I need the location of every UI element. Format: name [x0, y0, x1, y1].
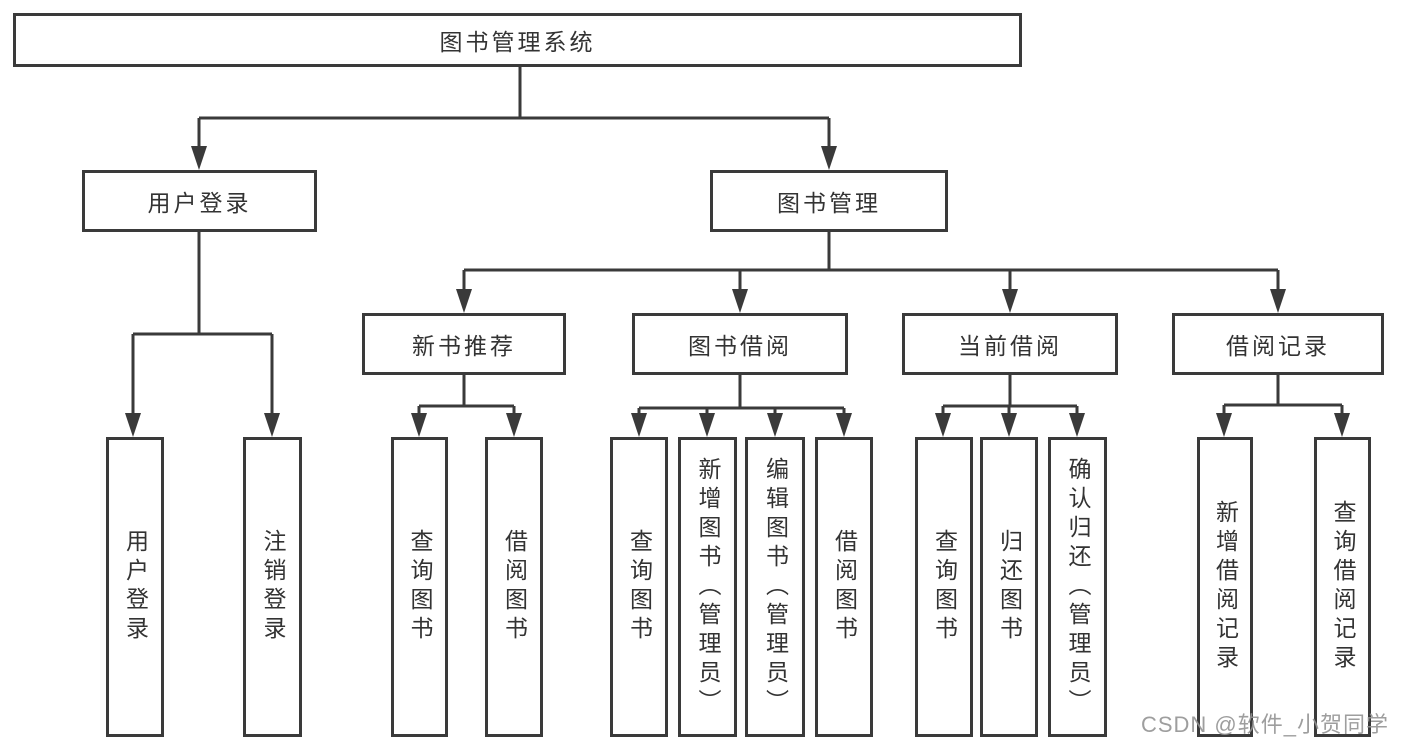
leaf-borrow-borrow-books: 借阅图书 [815, 437, 873, 737]
node-new-book-rec-label: 新书推荐 [412, 333, 516, 359]
node-borrow-record: 借阅记录 [1172, 313, 1384, 375]
node-borrow-record-label: 借阅记录 [1226, 333, 1330, 359]
node-book-borrow: 图书借阅 [632, 313, 848, 375]
leaf-current-confirm-return-admin-label: 确认归还（管理员） [1065, 456, 1091, 718]
leaf-borrow-add-books-admin-label: 新增图书（管理员） [695, 456, 721, 718]
connector-mgmt-branch [462, 232, 1280, 292]
connector-record [1222, 375, 1344, 416]
connector-borrow [637, 375, 846, 416]
leaf-rec-query-books: 查询图书 [391, 437, 448, 737]
leaf-rec-borrow-books-label: 借阅图书 [501, 529, 528, 645]
leaf-current-return-books-label: 归还图书 [996, 529, 1023, 645]
connector-root [197, 67, 831, 150]
node-user-login: 用户登录 [82, 170, 317, 232]
leaf-rec-query-books-label: 查询图书 [407, 529, 433, 645]
leaf-current-query-books: 查询图书 [915, 437, 973, 737]
leaf-borrow-edit-books-admin-label: 编辑图书（管理员） [762, 456, 789, 718]
csdn-watermark: CSDN @软件_小贺同学 [1140, 712, 1389, 737]
node-root-label: 图书管理系统 [439, 29, 596, 55]
leaf-user-login: 用户登录 [106, 437, 164, 737]
node-book-mgmt: 图书管理 [710, 170, 948, 232]
leaf-borrow-add-books-admin: 新增图书（管理员） [678, 437, 737, 737]
connector-newbook [417, 375, 516, 416]
connector-user-branch [131, 232, 274, 416]
leaf-record-add-record: 新增借阅记录 [1197, 437, 1253, 737]
node-current-borrow-label: 当前借阅 [958, 333, 1062, 359]
leaf-current-return-books: 归还图书 [980, 437, 1038, 737]
node-user-login-label: 用户登录 [147, 190, 252, 216]
node-new-book-rec: 新书推荐 [362, 313, 566, 375]
leaf-logout-label: 注销登录 [260, 529, 286, 645]
leaf-borrow-query-books-label: 查询图书 [626, 529, 653, 645]
leaf-user-login-label: 用户登录 [122, 529, 149, 645]
node-book-borrow-label: 图书借阅 [688, 333, 792, 359]
leaf-record-query-record: 查询借阅记录 [1314, 437, 1371, 737]
leaf-current-confirm-return-admin: 确认归还（管理员） [1048, 437, 1107, 737]
leaf-record-query-record-label: 查询借阅记录 [1330, 500, 1356, 674]
connector-current [941, 375, 1079, 416]
leaf-borrow-borrow-books-label: 借阅图书 [831, 529, 858, 645]
leaf-current-query-books-label: 查询图书 [931, 529, 958, 645]
leaf-record-add-record-label: 新增借阅记录 [1212, 500, 1239, 674]
leaf-borrow-query-books: 查询图书 [610, 437, 668, 737]
leaf-logout: 注销登录 [243, 437, 302, 737]
leaf-rec-borrow-books: 借阅图书 [485, 437, 543, 737]
leaf-borrow-edit-books-admin: 编辑图书（管理员） [745, 437, 805, 737]
node-book-mgmt-label: 图书管理 [777, 190, 881, 216]
node-root: 图书管理系统 [13, 13, 1022, 67]
node-current-borrow: 当前借阅 [902, 313, 1118, 375]
